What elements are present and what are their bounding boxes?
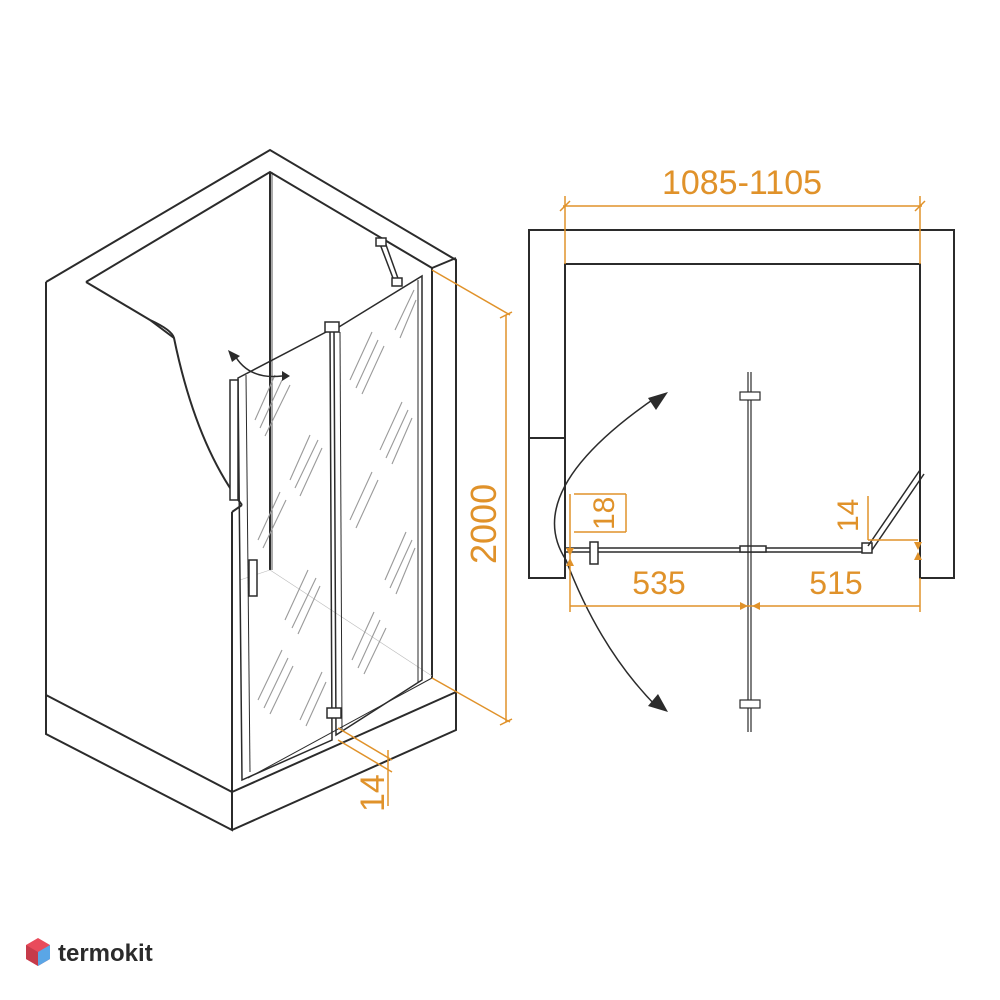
bottom-gap-label: 14 <box>354 774 392 812</box>
leaf-dimensions: 535 515 <box>569 560 921 612</box>
plan-view: 1085-1105 <box>528 164 955 732</box>
swing-arc <box>553 392 668 712</box>
swing-arrow-icon <box>228 350 290 381</box>
right-offset-label: 14 <box>832 499 865 532</box>
left-leaf-label: 535 <box>632 565 685 601</box>
center-axis <box>739 372 761 732</box>
left-offset-dimension: 18 <box>566 493 627 566</box>
plan-door <box>565 469 925 565</box>
left-offset-label: 18 <box>588 497 621 530</box>
wall-block <box>45 148 457 832</box>
hexagon-logo-icon <box>26 938 50 966</box>
door-leaf-left <box>237 328 333 782</box>
glass-texture-right <box>349 289 417 675</box>
height-label: 2000 <box>463 484 504 564</box>
right-offset-dimension: 14 <box>832 496 922 560</box>
brand-name: termokit <box>58 940 153 967</box>
height-dimension: 2000 <box>431 269 513 726</box>
width-dimension: 1085-1105 <box>559 164 926 264</box>
arrow-up-icon <box>648 392 668 410</box>
watermark: termokit <box>26 938 153 967</box>
arrow-down-icon <box>648 694 668 712</box>
door-hardware <box>229 237 403 719</box>
width-label: 1085-1105 <box>662 164 822 202</box>
isometric-view: 2000 14 <box>45 148 513 832</box>
door-leaf-right <box>333 274 423 737</box>
bottom-gap-dimension: 14 <box>337 727 393 812</box>
glass-texture-left <box>254 374 327 727</box>
right-leaf-label: 515 <box>809 565 862 601</box>
